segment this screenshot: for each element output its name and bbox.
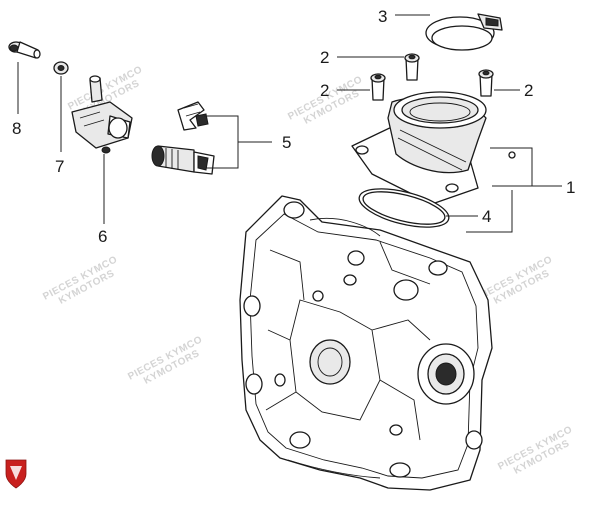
part-2-bolt-left — [370, 73, 386, 101]
callout-labels: 3 2 2 2 8 7 6 5 1 4 — [12, 7, 575, 246]
callout-3: 3 — [378, 7, 387, 26]
callout-1: 1 — [566, 178, 575, 197]
part-4-injector — [151, 101, 215, 175]
leader-lines — [17, 14, 562, 233]
part-6-washer — [53, 61, 69, 75]
callout-6: 7 — [55, 157, 64, 176]
callout-2-right: 2 — [524, 81, 533, 100]
callout-8: 4 — [482, 207, 491, 226]
callout-4: 5 — [282, 133, 291, 152]
part-1-intake-manifold — [351, 91, 516, 205]
brand-logo-icon — [5, 459, 27, 489]
callout-7: 8 — [12, 119, 21, 138]
callout-2-top: 2 — [320, 48, 329, 67]
part-5-sensor — [71, 75, 133, 154]
part-3-clamp — [425, 13, 503, 51]
part-8-o-ring — [358, 188, 450, 228]
part-2-bolt-right — [478, 69, 494, 97]
cylinder-head — [239, 195, 493, 491]
part-7-bolt — [8, 41, 41, 59]
callout-2-left: 2 — [320, 81, 329, 100]
part-2-bolt-top — [404, 53, 420, 81]
callout-5: 6 — [98, 227, 107, 246]
